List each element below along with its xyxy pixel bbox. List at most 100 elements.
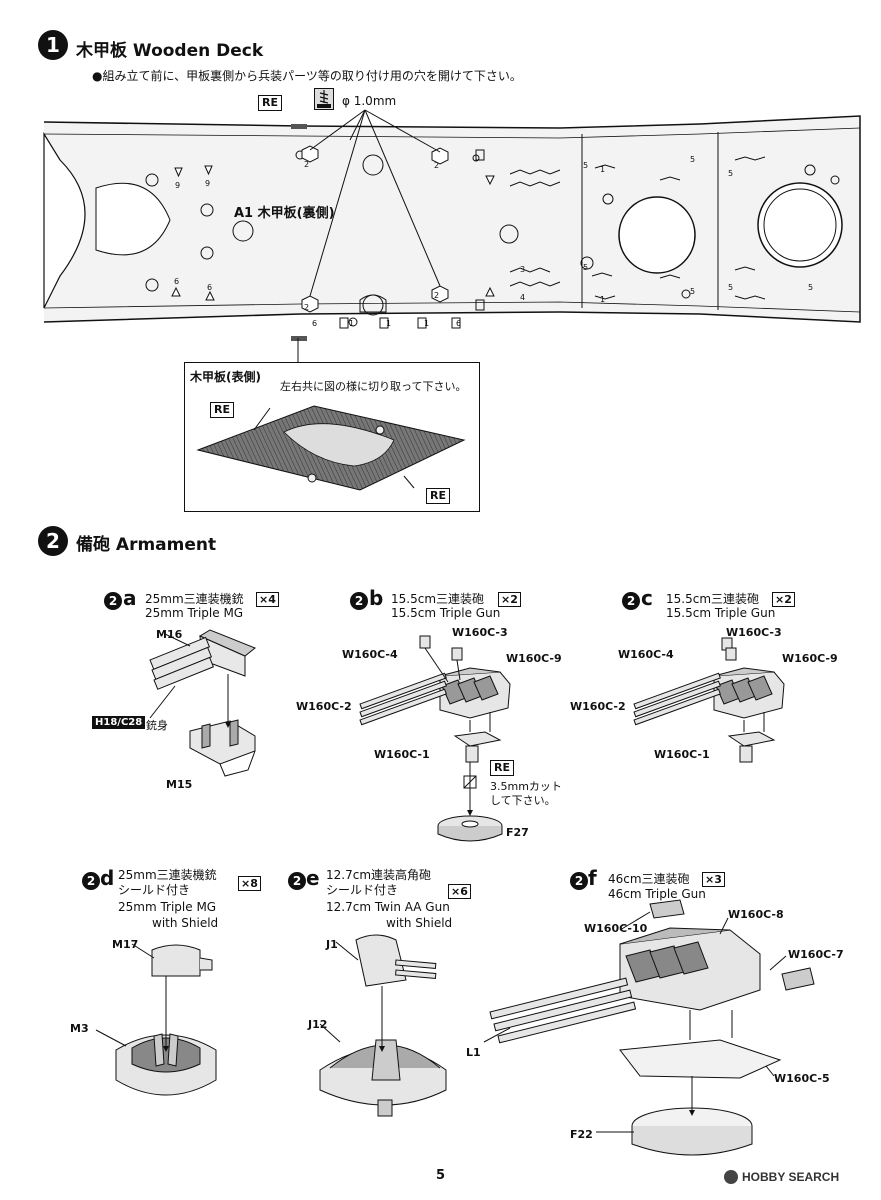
inset-re-top: RE bbox=[210, 402, 234, 418]
aa-gun-diagram bbox=[319, 934, 447, 1117]
sub-2d-badge: 2 bbox=[82, 872, 100, 890]
step-2-title: 備砲 Armament bbox=[76, 535, 217, 555]
sub-2f-badge: 2 bbox=[570, 872, 588, 890]
part-w160c-9-c: W160C-9 bbox=[782, 652, 838, 665]
part-h18-c28: H18/C28 bbox=[92, 716, 146, 729]
sub-2e-multiplier: ×6 bbox=[448, 884, 471, 899]
sub-2e-title-en-2: with Shield bbox=[386, 916, 453, 930]
sub-2a-title-en: 25mm Triple MG bbox=[145, 606, 244, 620]
mg-shield-diagram bbox=[95, 943, 217, 1096]
part-w160c-2-c: W160C-2 bbox=[570, 700, 626, 713]
svg-text:6: 6 bbox=[174, 277, 179, 286]
inset-note: 左右共に図の様に切り取って下さい。 bbox=[280, 380, 467, 393]
sub-2c-title-en: 15.5cm Triple Gun bbox=[666, 606, 776, 620]
part-m17: M17 bbox=[112, 938, 139, 951]
sub-2e-title-jp-2: シールド付き bbox=[326, 883, 399, 897]
re-label-top: RE bbox=[258, 95, 282, 111]
svg-text:5: 5 bbox=[728, 169, 733, 178]
sub-2c-badge: 2 bbox=[622, 592, 640, 610]
part-j12: J12 bbox=[308, 1018, 328, 1031]
svg-text:2: 2 bbox=[304, 303, 309, 312]
part-w160c-7: W160C-7 bbox=[788, 948, 844, 961]
part-w160c-3-b: W160C-3 bbox=[452, 626, 508, 639]
sub-2a-badge: 2 bbox=[104, 592, 122, 610]
sub-2a-letter: a bbox=[123, 586, 137, 610]
part-w160c-1-c: W160C-1 bbox=[654, 748, 710, 761]
svg-text:5: 5 bbox=[690, 155, 695, 164]
part-w160c-1-b: W160C-1 bbox=[374, 748, 430, 761]
svg-text:6: 6 bbox=[456, 319, 461, 328]
sub-2d-title-jp-2: シールド付き bbox=[118, 883, 191, 897]
sub-2b-title-jp: 15.5cm三連装砲 bbox=[391, 592, 485, 606]
sub-2a-title-jp: 25mm三連装機銃 bbox=[145, 592, 244, 606]
deck-top-view bbox=[196, 405, 466, 491]
sub-2f-title-en: 46cm Triple Gun bbox=[608, 887, 706, 901]
svg-text:1: 1 bbox=[349, 319, 354, 328]
re-label-b: RE bbox=[490, 760, 514, 776]
part-w160c-10: W160C-10 bbox=[584, 922, 648, 935]
sub-2d-multiplier: ×8 bbox=[238, 876, 261, 891]
inset-leader-line bbox=[297, 338, 299, 362]
step-2-number: 2 bbox=[38, 526, 68, 556]
part-w160c-4-c: W160C-4 bbox=[618, 648, 674, 661]
sub-2d-title-en-1: 25mm Triple MG bbox=[118, 900, 217, 914]
step-1-number: 1 bbox=[38, 30, 68, 60]
part-w160c-5: W160C-5 bbox=[774, 1072, 830, 1085]
cut-note-2: して下さい。 bbox=[490, 794, 556, 807]
drill-size: φ 1.0mm bbox=[342, 94, 397, 108]
sub-2b-title-en: 15.5cm Triple Gun bbox=[391, 606, 501, 620]
sub-2e-badge: 2 bbox=[288, 872, 306, 890]
svg-text:2: 2 bbox=[304, 160, 309, 169]
part-w160c-9-b: W160C-9 bbox=[506, 652, 562, 665]
sub-2e-letter: e bbox=[306, 866, 320, 890]
watermark-text: HOBBY SEARCH bbox=[742, 1170, 840, 1184]
svg-text:5: 5 bbox=[583, 161, 588, 170]
part-w160c-3-c: W160C-3 bbox=[726, 626, 782, 639]
svg-text:5: 5 bbox=[728, 283, 733, 292]
page-number: 5 bbox=[436, 1168, 446, 1183]
inset-title: 木甲板(表側) bbox=[190, 370, 261, 384]
part-l1: L1 bbox=[466, 1046, 481, 1059]
sub-2d-title-en-2: with Shield bbox=[152, 916, 219, 930]
sub-2b-multiplier: ×2 bbox=[498, 592, 521, 607]
sub-2b-letter: b bbox=[369, 586, 384, 610]
part-w160c-2-b: W160C-2 bbox=[296, 700, 352, 713]
inset-re-bottom: RE bbox=[426, 488, 450, 504]
svg-text:9: 9 bbox=[175, 181, 180, 190]
sub-2f-multiplier: ×3 bbox=[702, 872, 725, 887]
svg-text:1: 1 bbox=[424, 319, 429, 328]
sub-2f-letter: f bbox=[588, 866, 597, 890]
step-1-title: 木甲板 Wooden Deck bbox=[76, 41, 264, 61]
deck-part-label: A1 木甲板(裏側) bbox=[234, 206, 335, 221]
gun-155cm-c-diagram bbox=[633, 637, 785, 763]
cut-note-1: 3.5mmカット bbox=[490, 780, 562, 793]
part-f27: F27 bbox=[506, 826, 529, 839]
sub-2d-title-jp-1: 25mm三連装機銃 bbox=[118, 868, 217, 882]
sub-2b-badge: 2 bbox=[350, 592, 368, 610]
part-j1: J1 bbox=[326, 938, 338, 951]
sub-2e-title-en-1: 12.7cm Twin AA Gun bbox=[326, 900, 450, 914]
part-w160c-8: W160C-8 bbox=[728, 908, 784, 921]
svg-text:5: 5 bbox=[808, 283, 813, 292]
barrel-text: 銃身 bbox=[146, 719, 168, 732]
svg-text:9: 9 bbox=[205, 179, 210, 188]
part-m15: M15 bbox=[166, 778, 193, 791]
drill-icon bbox=[314, 88, 334, 110]
svg-text:2: 2 bbox=[434, 291, 439, 300]
sub-2a-multiplier: ×4 bbox=[256, 592, 279, 607]
part-m16: M16 bbox=[156, 628, 183, 641]
sub-2c-title-jp: 15.5cm三連装砲 bbox=[666, 592, 760, 606]
svg-text:2: 2 bbox=[434, 161, 439, 170]
svg-text:5: 5 bbox=[690, 287, 695, 296]
sub-2d-letter: d bbox=[100, 866, 115, 890]
svg-text:3: 3 bbox=[520, 265, 525, 274]
svg-text:6: 6 bbox=[312, 319, 317, 328]
gun-155cm-b-diagram bbox=[359, 635, 511, 842]
sub-2f-title-jp: 46cm三連装砲 bbox=[608, 872, 690, 886]
part-w160c-4-b: W160C-4 bbox=[342, 648, 398, 661]
sub-2c-multiplier: ×2 bbox=[772, 592, 795, 607]
step-1-note: ●組み立て前に、甲板裏側から兵装パーツ等の取り付け用の穴を開けて下さい。 bbox=[92, 69, 522, 83]
svg-text:1: 1 bbox=[386, 319, 391, 328]
hobby-search-logo-icon bbox=[724, 1170, 738, 1184]
part-f22: F22 bbox=[570, 1128, 593, 1141]
